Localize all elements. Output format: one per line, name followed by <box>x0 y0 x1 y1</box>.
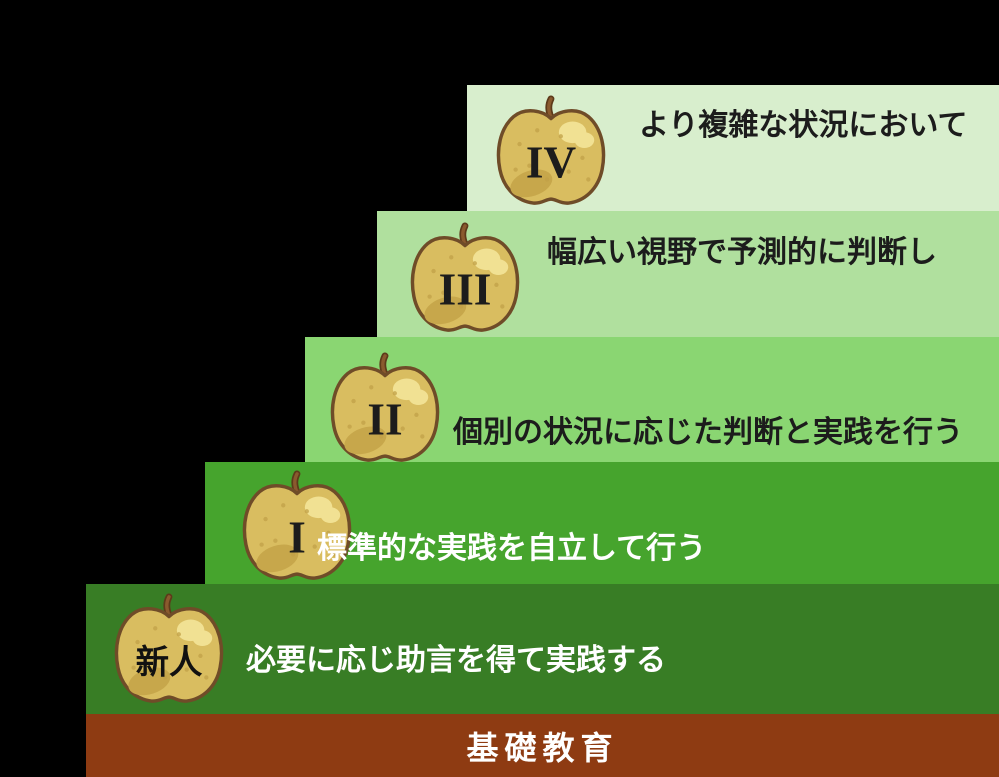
step-description: 個別の状況に応じた判断と実践を行う <box>453 416 963 449</box>
base-education-label: 基礎教育 <box>466 729 619 766</box>
step-description: 必要に応じ助言を得て実践する <box>246 644 666 677</box>
base-education-bar: 基礎教育 <box>86 714 999 777</box>
step-iii: III 幅広い視野で予測的に判断し <box>377 211 999 337</box>
apple-icon: IV <box>496 95 606 205</box>
step-level-label: 新人 <box>136 645 203 682</box>
apple-icon: II <box>330 352 440 462</box>
step-level-label: III <box>439 264 492 314</box>
step-description: 標準的な実践を自立して行う <box>317 532 707 565</box>
step-level-label: IV <box>526 137 577 187</box>
step-shinjin: 新人 必要に応じ助言を得て実践する <box>86 584 999 714</box>
step-iv: IV より複雑な状況において <box>467 85 999 211</box>
step-ii: II 個別の状況に応じた判断と実践を行う <box>305 337 999 462</box>
apple-icon: I <box>242 470 352 580</box>
apple-icon: 新人 <box>114 593 224 703</box>
apple-icon: III <box>410 222 520 332</box>
step-level-label: I <box>288 512 306 562</box>
step-i: I 標準的な実践を自立して行う <box>205 462 999 584</box>
step-level-label: II <box>367 394 402 444</box>
step-description: より複雑な状況において <box>639 109 968 142</box>
step-description: 幅広い視野で予測的に判断し <box>547 236 937 269</box>
